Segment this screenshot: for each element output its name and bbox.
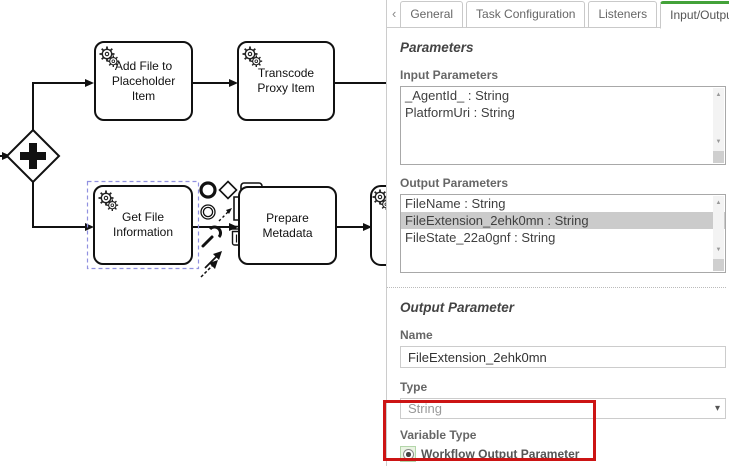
scroll-up-icon[interactable]: ▲ xyxy=(715,92,722,98)
output-parameters-listbox[interactable]: FileName : String FileExtension_2ehk0mn … xyxy=(400,194,726,273)
output-parameter-heading: Output Parameter xyxy=(400,300,515,315)
tab-listeners[interactable]: Listeners xyxy=(588,1,658,28)
list-item[interactable]: PlatformUri : String xyxy=(405,105,515,120)
radio-label: Workflow Output Parameter xyxy=(421,447,580,461)
parameters-heading: Parameters xyxy=(400,40,474,55)
sequence-flow-gateway-to-add-file[interactable] xyxy=(32,79,94,131)
sequence-flow-add-file-to-transcode[interactable] xyxy=(193,79,238,87)
type-select[interactable]: String ▾ xyxy=(400,398,726,419)
list-item-selected[interactable]: FileExtension_2ehk0mn : String xyxy=(401,212,725,229)
selection-outline xyxy=(86,180,200,270)
append-intermediate-event-icon[interactable] xyxy=(200,204,216,220)
association-dotted-arrow-icon[interactable] xyxy=(218,208,232,222)
input-parameters-label: Input Parameters xyxy=(400,68,499,82)
properties-panel: ‹ General Task Configuration Listeners I… xyxy=(386,0,729,466)
text-annotation-icon[interactable] xyxy=(233,196,241,221)
type-select-value: String xyxy=(408,401,442,416)
tab-general[interactable]: General xyxy=(400,1,464,28)
scroll-down-icon[interactable]: ▼ xyxy=(715,247,722,253)
scrollbar[interactable]: ▲ ▼ xyxy=(713,196,724,271)
task-label: Get File Information xyxy=(112,210,174,239)
scroll-down-icon[interactable]: ▼ xyxy=(715,139,722,145)
type-label: Type xyxy=(400,380,428,394)
task-label: Transcode Proxy Item xyxy=(257,66,315,95)
bpmn-task-add-file-to-placeholder-item[interactable]: Add File to Placeholder Item xyxy=(94,41,193,121)
input-parameters-listbox[interactable]: _AgentId_ : String PlatformUri : String … xyxy=(400,86,726,165)
scroll-up-icon[interactable]: ▲ xyxy=(715,200,722,206)
tab-task-configuration[interactable]: Task Configuration xyxy=(466,1,586,28)
bpmn-task-transcode-proxy-item[interactable]: Transcode Proxy Item xyxy=(237,41,335,121)
chevron-down-icon: ▾ xyxy=(714,403,720,414)
sequence-flow-prepare-out[interactable] xyxy=(337,223,372,231)
output-parameters-label: Output Parameters xyxy=(400,176,509,190)
task-label: Prepare Metadata xyxy=(262,210,313,240)
connect-flow-arrows-icon[interactable] xyxy=(200,251,222,278)
name-label: Name xyxy=(400,328,433,342)
scroll-thumb[interactable] xyxy=(713,259,724,271)
tabs-scroll-left-icon[interactable]: ‹ xyxy=(392,5,397,21)
radio-workflow-output-parameter[interactable]: Workflow Output Parameter xyxy=(400,446,726,462)
task-label: Add File to Placeholder Item xyxy=(111,58,176,103)
radio-label: Internal Output Parameter xyxy=(421,464,569,466)
sequence-flow-gateway-to-get-file[interactable] xyxy=(32,182,94,231)
bpmn-canvas[interactable]: Add File to Placeholder Item Transcode P… xyxy=(0,0,400,466)
tab-bar: ‹ General Task Configuration Listeners I… xyxy=(387,0,729,29)
bpmn-task-prepare-metadata[interactable]: Prepare Metadata xyxy=(238,186,337,265)
parallel-gateway[interactable] xyxy=(5,128,61,184)
tab-input-output[interactable]: Input/Output xyxy=(660,1,729,29)
append-gateway-icon[interactable] xyxy=(218,180,238,200)
scroll-thumb[interactable] xyxy=(713,151,724,163)
service-task-gear-icon xyxy=(98,45,121,68)
append-end-event-icon[interactable] xyxy=(199,181,217,199)
bpmn-task-get-file-information[interactable]: Get File Information xyxy=(93,185,193,265)
name-input[interactable] xyxy=(400,346,726,368)
list-item[interactable]: FileState_22a0gnf : String xyxy=(405,230,556,245)
section-divider xyxy=(387,287,726,288)
panel-content: Parameters Input Parameters _AgentId_ : … xyxy=(387,28,729,466)
variable-type-label: Variable Type xyxy=(400,428,477,442)
radio-selected-icon[interactable] xyxy=(402,448,414,460)
radio-focus-box xyxy=(400,446,416,462)
service-task-gear-icon xyxy=(241,45,264,68)
list-item[interactable]: FileName : String xyxy=(405,196,506,211)
service-task-gear-icon xyxy=(97,189,120,212)
scrollbar[interactable]: ▲ ▼ xyxy=(713,88,724,163)
list-item[interactable]: _AgentId_ : String xyxy=(405,88,510,103)
wrench-icon[interactable] xyxy=(201,225,222,248)
